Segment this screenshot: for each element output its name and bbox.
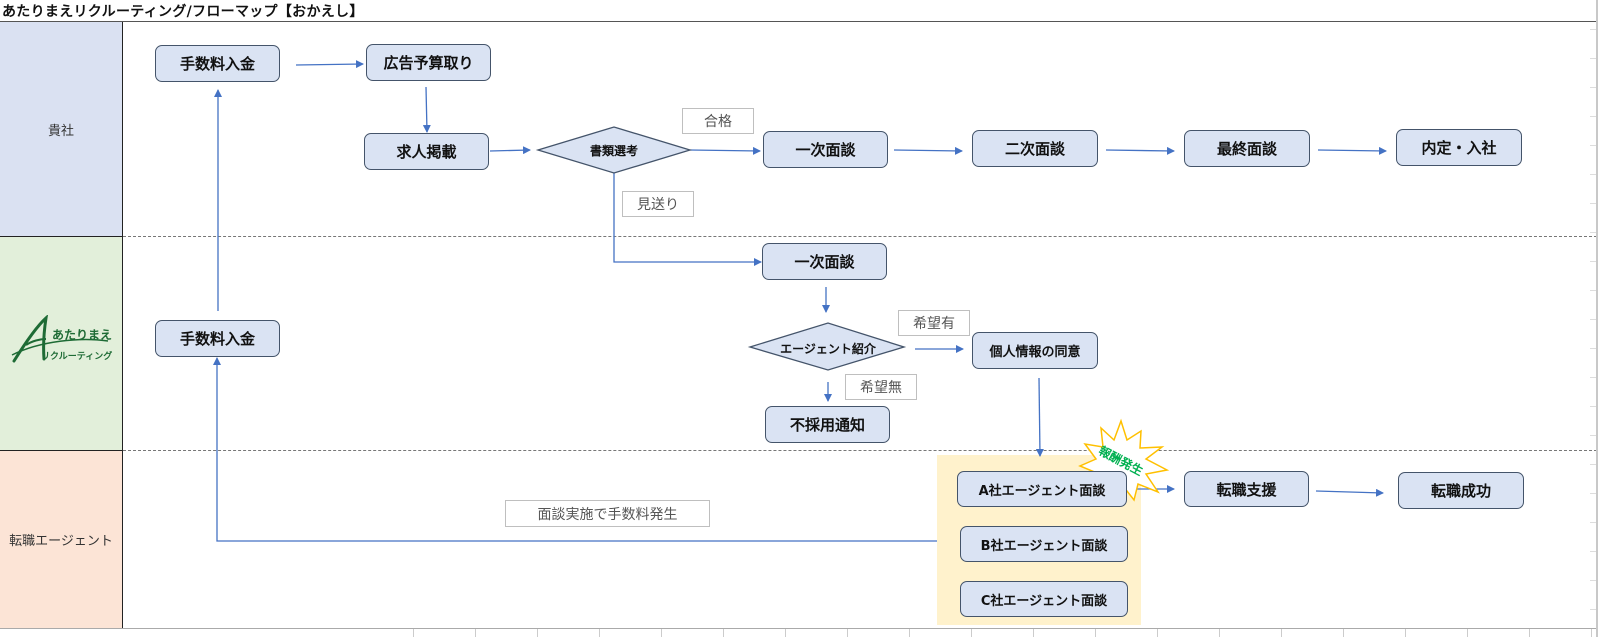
node-personal-info-consent[interactable]: 個人情報の同意 [972, 332, 1098, 369]
grid-tick [1590, 580, 1596, 581]
lane-divider-dotted [123, 236, 1597, 237]
node-second-interview[interactable]: 二次面談 [972, 130, 1098, 167]
grid-tick [1590, 319, 1596, 320]
sheet-right-border [1596, 0, 1598, 637]
page-title: あたりまえリクルーティング/フローマップ【おかえし】 [2, 4, 364, 20]
node-first-interview-company[interactable]: 一次面談 [763, 131, 888, 168]
grid-tick [599, 629, 600, 637]
arrow-consent-to-agents [1035, 377, 1044, 457]
lane-label-company: 貴社 [0, 22, 122, 236]
arrow-posting-to-screening [489, 146, 531, 155]
grid-tick [1590, 551, 1596, 552]
logo-text-line1: あたりまえ [52, 328, 113, 342]
node-ad-budget[interactable]: 広告予算取り [366, 44, 491, 81]
node-fee-payment-mid[interactable]: 手数料入金 [155, 320, 280, 357]
decision-label-agent-intro: エージェント紹介 [780, 341, 876, 356]
arrow-final-to-offer [1317, 146, 1387, 155]
grid-tick [847, 629, 848, 637]
grid-tick [1590, 29, 1596, 30]
arrow-support-to-success [1315, 488, 1384, 497]
grid-tick [1405, 629, 1406, 637]
arrow-budget-to-posting [422, 86, 431, 133]
grid-tick [1590, 203, 1596, 204]
grid-tick [1033, 629, 1034, 637]
arrow-screening-decline [613, 172, 762, 266]
grid-tick [785, 629, 786, 637]
grid-tick [1590, 290, 1596, 291]
node-first-interview-atarimae[interactable]: 一次面談 [762, 243, 887, 280]
logo-text-line2: リクルーティング [41, 352, 113, 362]
grid-tick [1529, 629, 1530, 637]
grid-tick [1590, 145, 1596, 146]
grid-tick [1157, 629, 1158, 637]
grid-tick [1095, 629, 1096, 637]
grid-tick [413, 629, 414, 637]
grid-tick [1590, 87, 1596, 88]
decision-label-screening: 書類選考 [589, 143, 638, 158]
grid-tick [971, 629, 972, 637]
grid-tick [1590, 261, 1596, 262]
node-career-success[interactable]: 転職成功 [1398, 472, 1524, 509]
grid-tick [475, 629, 476, 637]
node-final-interview[interactable]: 最終面談 [1184, 130, 1310, 167]
node-rejection-notice[interactable]: 不採用通知 [765, 406, 890, 443]
edge-label-pass: 合格 [682, 108, 754, 134]
grid-tick [1590, 377, 1596, 378]
edge-label-fee-on-interview: 面談実施で手数料発生 [505, 500, 710, 527]
edge-label-decline: 見送り [622, 191, 694, 217]
lane-separator [0, 236, 123, 237]
grid-tick [1590, 116, 1596, 117]
grid-tick [1590, 609, 1596, 610]
grid-tick [1590, 435, 1596, 436]
grid-tick [1467, 629, 1468, 637]
lane-label-atarimae [0, 237, 122, 450]
grid-tick [1590, 406, 1596, 407]
arrow-first-to-second [893, 146, 963, 155]
frame-top-border [0, 21, 1597, 22]
lane-label-agent: 転職エージェント [0, 451, 122, 628]
grid-tick [1590, 348, 1596, 349]
grid-tick [1590, 232, 1596, 233]
node-career-support[interactable]: 転職支援 [1184, 471, 1309, 507]
grid-tick [723, 629, 724, 637]
grid-tick [1590, 464, 1596, 465]
grid-tick [661, 629, 662, 637]
arrow-screening-to-first [689, 146, 761, 155]
edge-label-wish-no: 希望無 [845, 374, 917, 400]
node-job-posting[interactable]: 求人掲載 [364, 133, 489, 170]
grid-tick [1281, 629, 1282, 637]
arrow-second-to-final [1105, 146, 1175, 155]
grid-tick [1343, 629, 1344, 637]
grid-tick [1219, 629, 1220, 637]
lane-divider-dotted [123, 450, 1597, 451]
lane-separator [0, 450, 123, 451]
grid-tick [537, 629, 538, 637]
grid-tick [1590, 58, 1596, 59]
lane-header-divider [122, 22, 123, 628]
node-offer-join[interactable]: 内定・入社 [1396, 129, 1522, 166]
grid-tick [909, 629, 910, 637]
node-agent-b-interview[interactable]: B社エージェント面談 [960, 526, 1128, 562]
grid-tick [1590, 174, 1596, 175]
grid-tick [1591, 629, 1592, 637]
sheet-bottom-border [0, 628, 1597, 629]
node-agent-c-interview[interactable]: C社エージェント面談 [960, 581, 1128, 617]
node-agent-a-interview[interactable]: A社エージェント面談 [957, 471, 1127, 507]
atarimae-logo: あたりまえ リクルーティング [10, 314, 115, 370]
grid-tick [1590, 493, 1596, 494]
arrow-fee-to-budget [295, 60, 364, 69]
logo-a-mark-icon [11, 314, 109, 363]
grid-tick [1590, 522, 1596, 523]
edge-label-wish-yes: 希望有 [898, 310, 970, 336]
node-fee-payment-top[interactable]: 手数料入金 [155, 45, 280, 82]
